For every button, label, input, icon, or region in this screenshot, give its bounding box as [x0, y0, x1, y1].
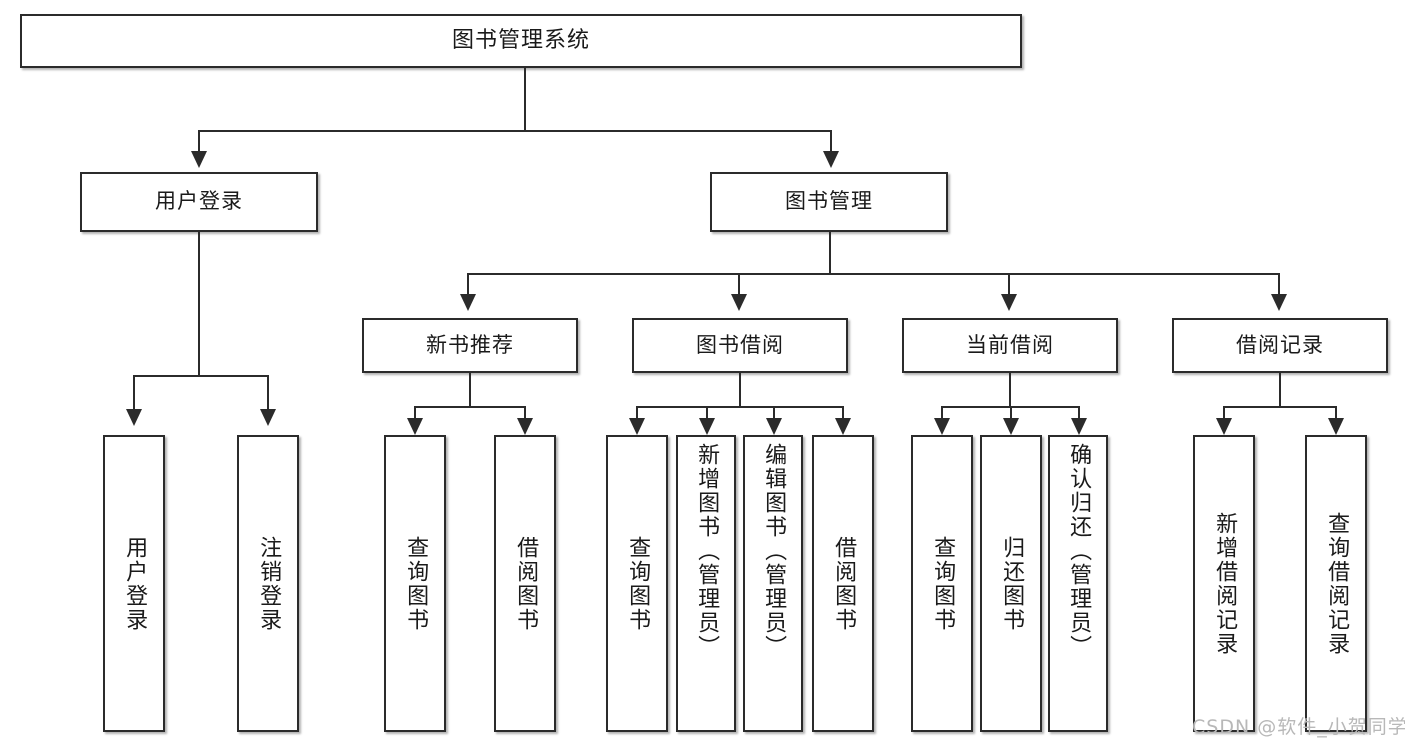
connector-bb-bus	[636, 406, 844, 408]
leaf-add-book-admin[interactable]: 新增图书（管理员）	[676, 435, 736, 732]
connector-cb-drop-3	[1078, 406, 1080, 419]
connector-bb-drop-2	[706, 406, 708, 419]
arrowhead-cb-leaf-3	[1071, 418, 1087, 435]
leaf-edit-book-admin[interactable]: 编辑图书（管理员）	[743, 435, 803, 732]
arrowhead-bb-leaf-3	[766, 418, 782, 435]
arrowhead-cb-leaf-1	[934, 418, 950, 435]
connector-nbr-stem	[469, 373, 471, 407]
leaf-confirm-return-admin[interactable]: 确认归还（管理员）	[1048, 435, 1108, 732]
node-label: 借阅图书	[513, 535, 539, 632]
connector-bb-stem	[739, 373, 741, 407]
arrowhead-br-leaf-1	[1216, 418, 1232, 435]
node-label: 用户登录	[155, 189, 243, 214]
arrowhead-to-book-management	[823, 151, 839, 168]
leaf-logout[interactable]: 注销登录	[237, 435, 299, 732]
leaf-return-book[interactable]: 归还图书	[980, 435, 1042, 732]
node-label: 当前借阅	[966, 332, 1054, 357]
connector-bm-drop-4	[1278, 273, 1280, 295]
arrowhead-nbr-leaf-2	[517, 418, 533, 435]
node-borrow-record[interactable]: 借阅记录	[1172, 318, 1388, 373]
connector-user-login-bus	[133, 375, 267, 377]
connector-bb-drop-3	[773, 406, 775, 419]
arrowhead-to-new-book-recommend	[460, 294, 476, 311]
watermark-text: CSDN @软件_小贺同学	[1192, 716, 1405, 738]
arrowhead-br-leaf-2	[1328, 418, 1344, 435]
connector-bm-drop-1	[467, 273, 469, 295]
node-label: 查询图书	[930, 535, 956, 632]
connector-bm-drop-2	[738, 273, 740, 295]
node-label: 新书推荐	[426, 332, 514, 357]
connector-br-drop-1	[1223, 406, 1225, 419]
connector-title-drop-2	[830, 130, 832, 152]
node-book-management-system[interactable]: 图书管理系统	[20, 14, 1022, 68]
connector-user-login-drop-1	[133, 375, 135, 410]
connector-title-stem	[524, 68, 526, 131]
connector-br-bus	[1223, 406, 1337, 408]
arrowhead-to-book-borrow	[731, 294, 747, 311]
leaf-borrow-book[interactable]: 借阅图书	[812, 435, 874, 732]
node-label: 查询图书	[403, 535, 429, 632]
connector-br-drop-2	[1335, 406, 1337, 419]
arrowhead-cb-leaf-2	[1003, 418, 1019, 435]
node-book-borrow[interactable]: 图书借阅	[632, 318, 848, 373]
arrowhead-bb-leaf-1	[629, 418, 645, 435]
connector-title-drop-1	[198, 130, 200, 152]
node-label: 确认归还（管理员）	[1066, 443, 1092, 659]
node-book-management[interactable]: 图书管理	[710, 172, 948, 232]
arrowhead-to-current-borrow	[1001, 294, 1017, 311]
connector-cb-drop-2	[1010, 406, 1012, 419]
node-label: 借阅记录	[1236, 332, 1324, 357]
node-label: 新增图书（管理员）	[694, 443, 720, 659]
leaf-add-borrow-record[interactable]: 新增借阅记录	[1193, 435, 1255, 732]
connector-book-management-stem	[829, 232, 831, 274]
node-label: 新增借阅记录	[1212, 511, 1238, 656]
node-user-login[interactable]: 用户登录	[80, 172, 318, 232]
arrowhead-to-leaf-logout	[260, 409, 276, 426]
leaf-query-book-borrow[interactable]: 查询图书	[606, 435, 668, 732]
arrowhead-to-user-login	[191, 151, 207, 168]
node-label: 图书管理系统	[451, 27, 590, 53]
leaf-borrow-book-recommend[interactable]: 借阅图书	[494, 435, 556, 732]
node-new-book-recommend[interactable]: 新书推荐	[362, 318, 578, 373]
leaf-query-book-recommend[interactable]: 查询图书	[384, 435, 446, 732]
node-label: 借阅图书	[831, 535, 857, 632]
node-label: 注销登录	[256, 535, 282, 632]
node-label: 查询借阅记录	[1324, 511, 1350, 656]
arrowhead-bb-leaf-2	[699, 418, 715, 435]
connector-nbr-drop-1	[414, 406, 416, 419]
connector-user-login-stem	[198, 232, 200, 376]
arrowhead-nbr-leaf-1	[407, 418, 423, 435]
leaf-query-book-current[interactable]: 查询图书	[911, 435, 973, 732]
node-label: 图书借阅	[696, 332, 784, 357]
arrowhead-to-leaf-user-login	[126, 409, 142, 426]
connector-nbr-drop-2	[524, 406, 526, 419]
connector-br-stem	[1279, 373, 1281, 407]
node-label: 编辑图书（管理员）	[761, 443, 787, 659]
node-current-borrow[interactable]: 当前借阅	[902, 318, 1118, 373]
connector-bb-drop-4	[842, 406, 844, 419]
node-label: 用户登录	[122, 535, 148, 632]
connector-cb-drop-1	[941, 406, 943, 419]
connector-title-bus	[198, 130, 832, 132]
connector-nbr-bus	[414, 406, 526, 408]
connector-book-management-bus	[467, 273, 1279, 275]
arrowhead-to-borrow-record	[1271, 294, 1287, 311]
connector-user-login-drop-2	[267, 375, 269, 410]
connector-cb-stem	[1009, 373, 1011, 407]
leaf-user-login[interactable]: 用户登录	[103, 435, 165, 732]
node-label: 归还图书	[999, 535, 1025, 632]
arrowhead-bb-leaf-4	[835, 418, 851, 435]
node-label: 图书管理	[785, 189, 873, 214]
connector-bb-drop-1	[636, 406, 638, 419]
connector-bm-drop-3	[1008, 273, 1010, 295]
node-label: 查询图书	[625, 535, 651, 632]
leaf-query-borrow-record[interactable]: 查询借阅记录	[1305, 435, 1367, 732]
